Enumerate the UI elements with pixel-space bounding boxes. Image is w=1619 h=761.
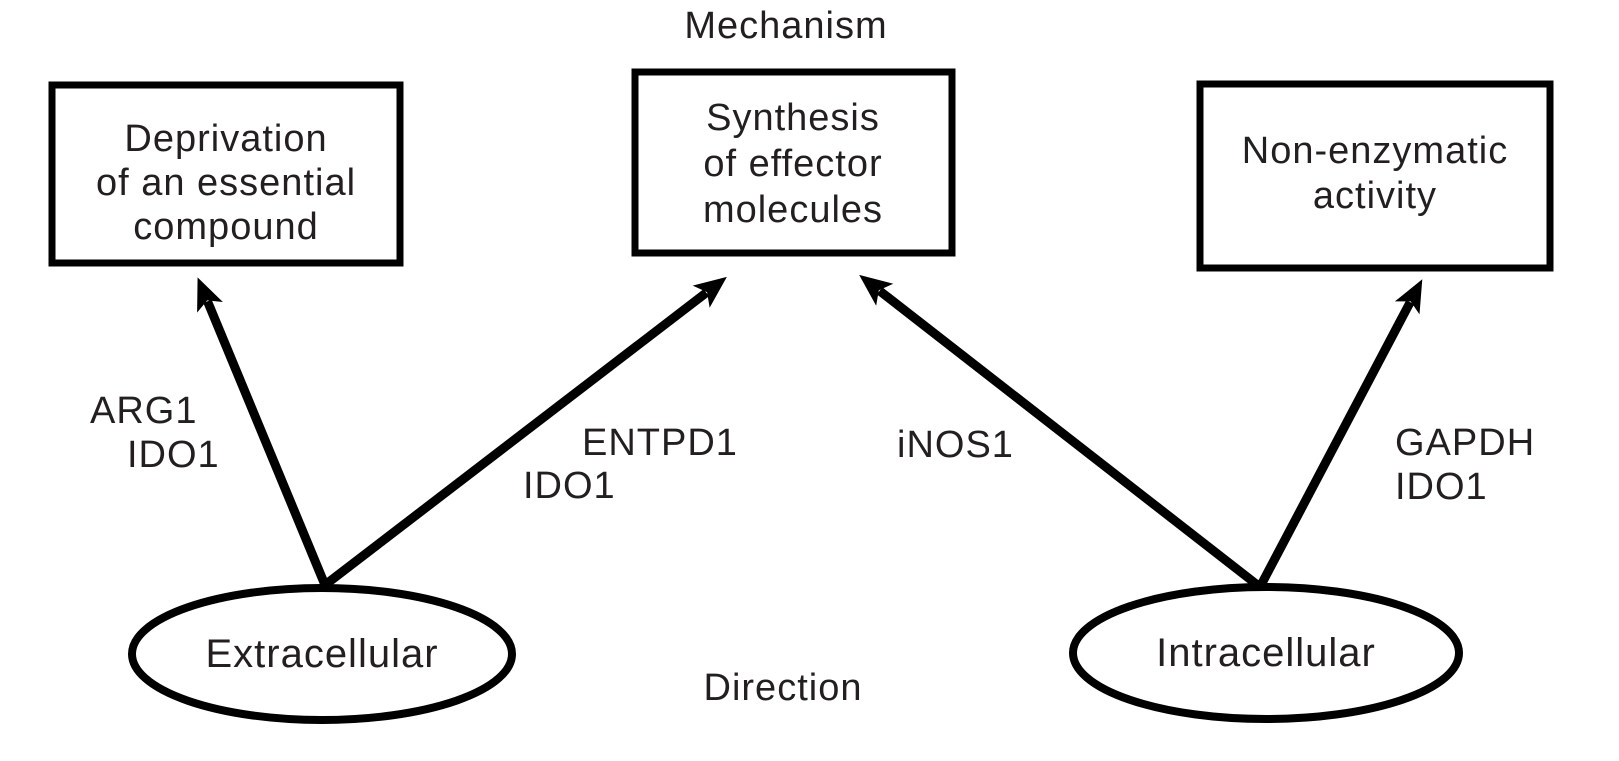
node-label-deprivation-line2: of an essential xyxy=(96,162,356,204)
node-label-intracellular: Intracellular xyxy=(1156,631,1376,675)
edge-label-ido1-right: IDO1 xyxy=(1395,466,1488,508)
edge-label-gapdh: GAPDH xyxy=(1395,422,1535,464)
arrow-intracellular-to-synthesis xyxy=(859,274,1263,591)
node-ellipse-intracellular xyxy=(1069,583,1463,723)
edge-label-ido1-center: IDO1 xyxy=(523,465,616,507)
edge-label-entpd1: ENTPD1 xyxy=(582,422,738,464)
edge-label-arg1: ARG1 xyxy=(90,390,197,432)
node-label-synthesis-line1: Synthesis xyxy=(706,97,880,139)
node-label-synthesis-line3: molecules xyxy=(703,189,883,231)
node-box-synthesis xyxy=(631,68,956,257)
node-label-synthesis-line2: of effector xyxy=(703,143,882,185)
direction-label: Direction xyxy=(704,667,863,709)
node-label-non-enzymatic-line2: activity xyxy=(1313,175,1437,217)
node-label-deprivation-line3: compound xyxy=(133,206,318,248)
arrow-extracellular-to-synthesis xyxy=(322,276,727,589)
node-box-deprivation xyxy=(48,81,404,267)
edge-label-ido1-left: IDO1 xyxy=(127,434,220,476)
mechanism-label: Mechanism xyxy=(684,5,887,47)
node-label-non-enzymatic-line1: Non-enzymatic xyxy=(1242,130,1508,172)
arrow-extracellular-to-deprivation xyxy=(197,277,330,587)
arrow-intracellular-to-non-enzymatic xyxy=(1256,279,1423,590)
node-label-extracellular: Extracellular xyxy=(205,632,438,676)
node-box-non-enzymatic xyxy=(1196,80,1554,272)
node-ellipse-extracellular xyxy=(128,584,516,724)
node-label-deprivation-line1: Deprivation xyxy=(124,118,327,160)
edge-label-inos1: iNOS1 xyxy=(897,424,1014,466)
